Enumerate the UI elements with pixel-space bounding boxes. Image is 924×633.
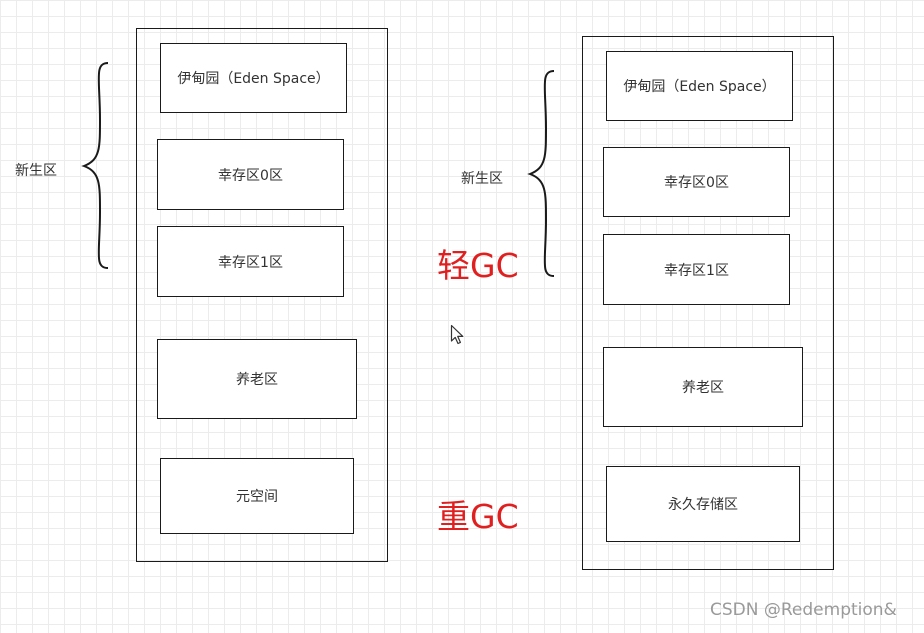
right-young-gen-label: 新生区 (461, 171, 503, 187)
right-young-gen-brace (527, 70, 555, 277)
mouse-cursor-icon (450, 324, 464, 345)
left-survivor0-box: 幸存区0区 (157, 139, 344, 210)
right-heap-container (582, 36, 834, 570)
left-young-gen-brace (81, 62, 109, 269)
right-old-gen-box: 养老区 (603, 347, 803, 427)
left-young-gen-label: 新生区 (15, 163, 57, 179)
right-perm-gen-box: 永久存储区 (606, 466, 800, 542)
left-eden-space-box: 伊甸园（Eden Space） (160, 43, 347, 113)
left-old-gen-box: 养老区 (157, 339, 357, 419)
minor-gc-label: 轻GC (437, 246, 519, 285)
right-eden-space-box: 伊甸园（Eden Space） (606, 51, 793, 121)
left-heap-container (136, 28, 388, 562)
left-survivor1-box: 幸存区1区 (157, 226, 344, 297)
watermark-text: CSDN @Redemption& (710, 600, 897, 620)
major-gc-label: 重GC (437, 497, 519, 536)
right-survivor1-box: 幸存区1区 (603, 234, 790, 305)
left-metaspace-box: 元空间 (160, 458, 354, 534)
right-survivor0-box: 幸存区0区 (603, 147, 790, 217)
